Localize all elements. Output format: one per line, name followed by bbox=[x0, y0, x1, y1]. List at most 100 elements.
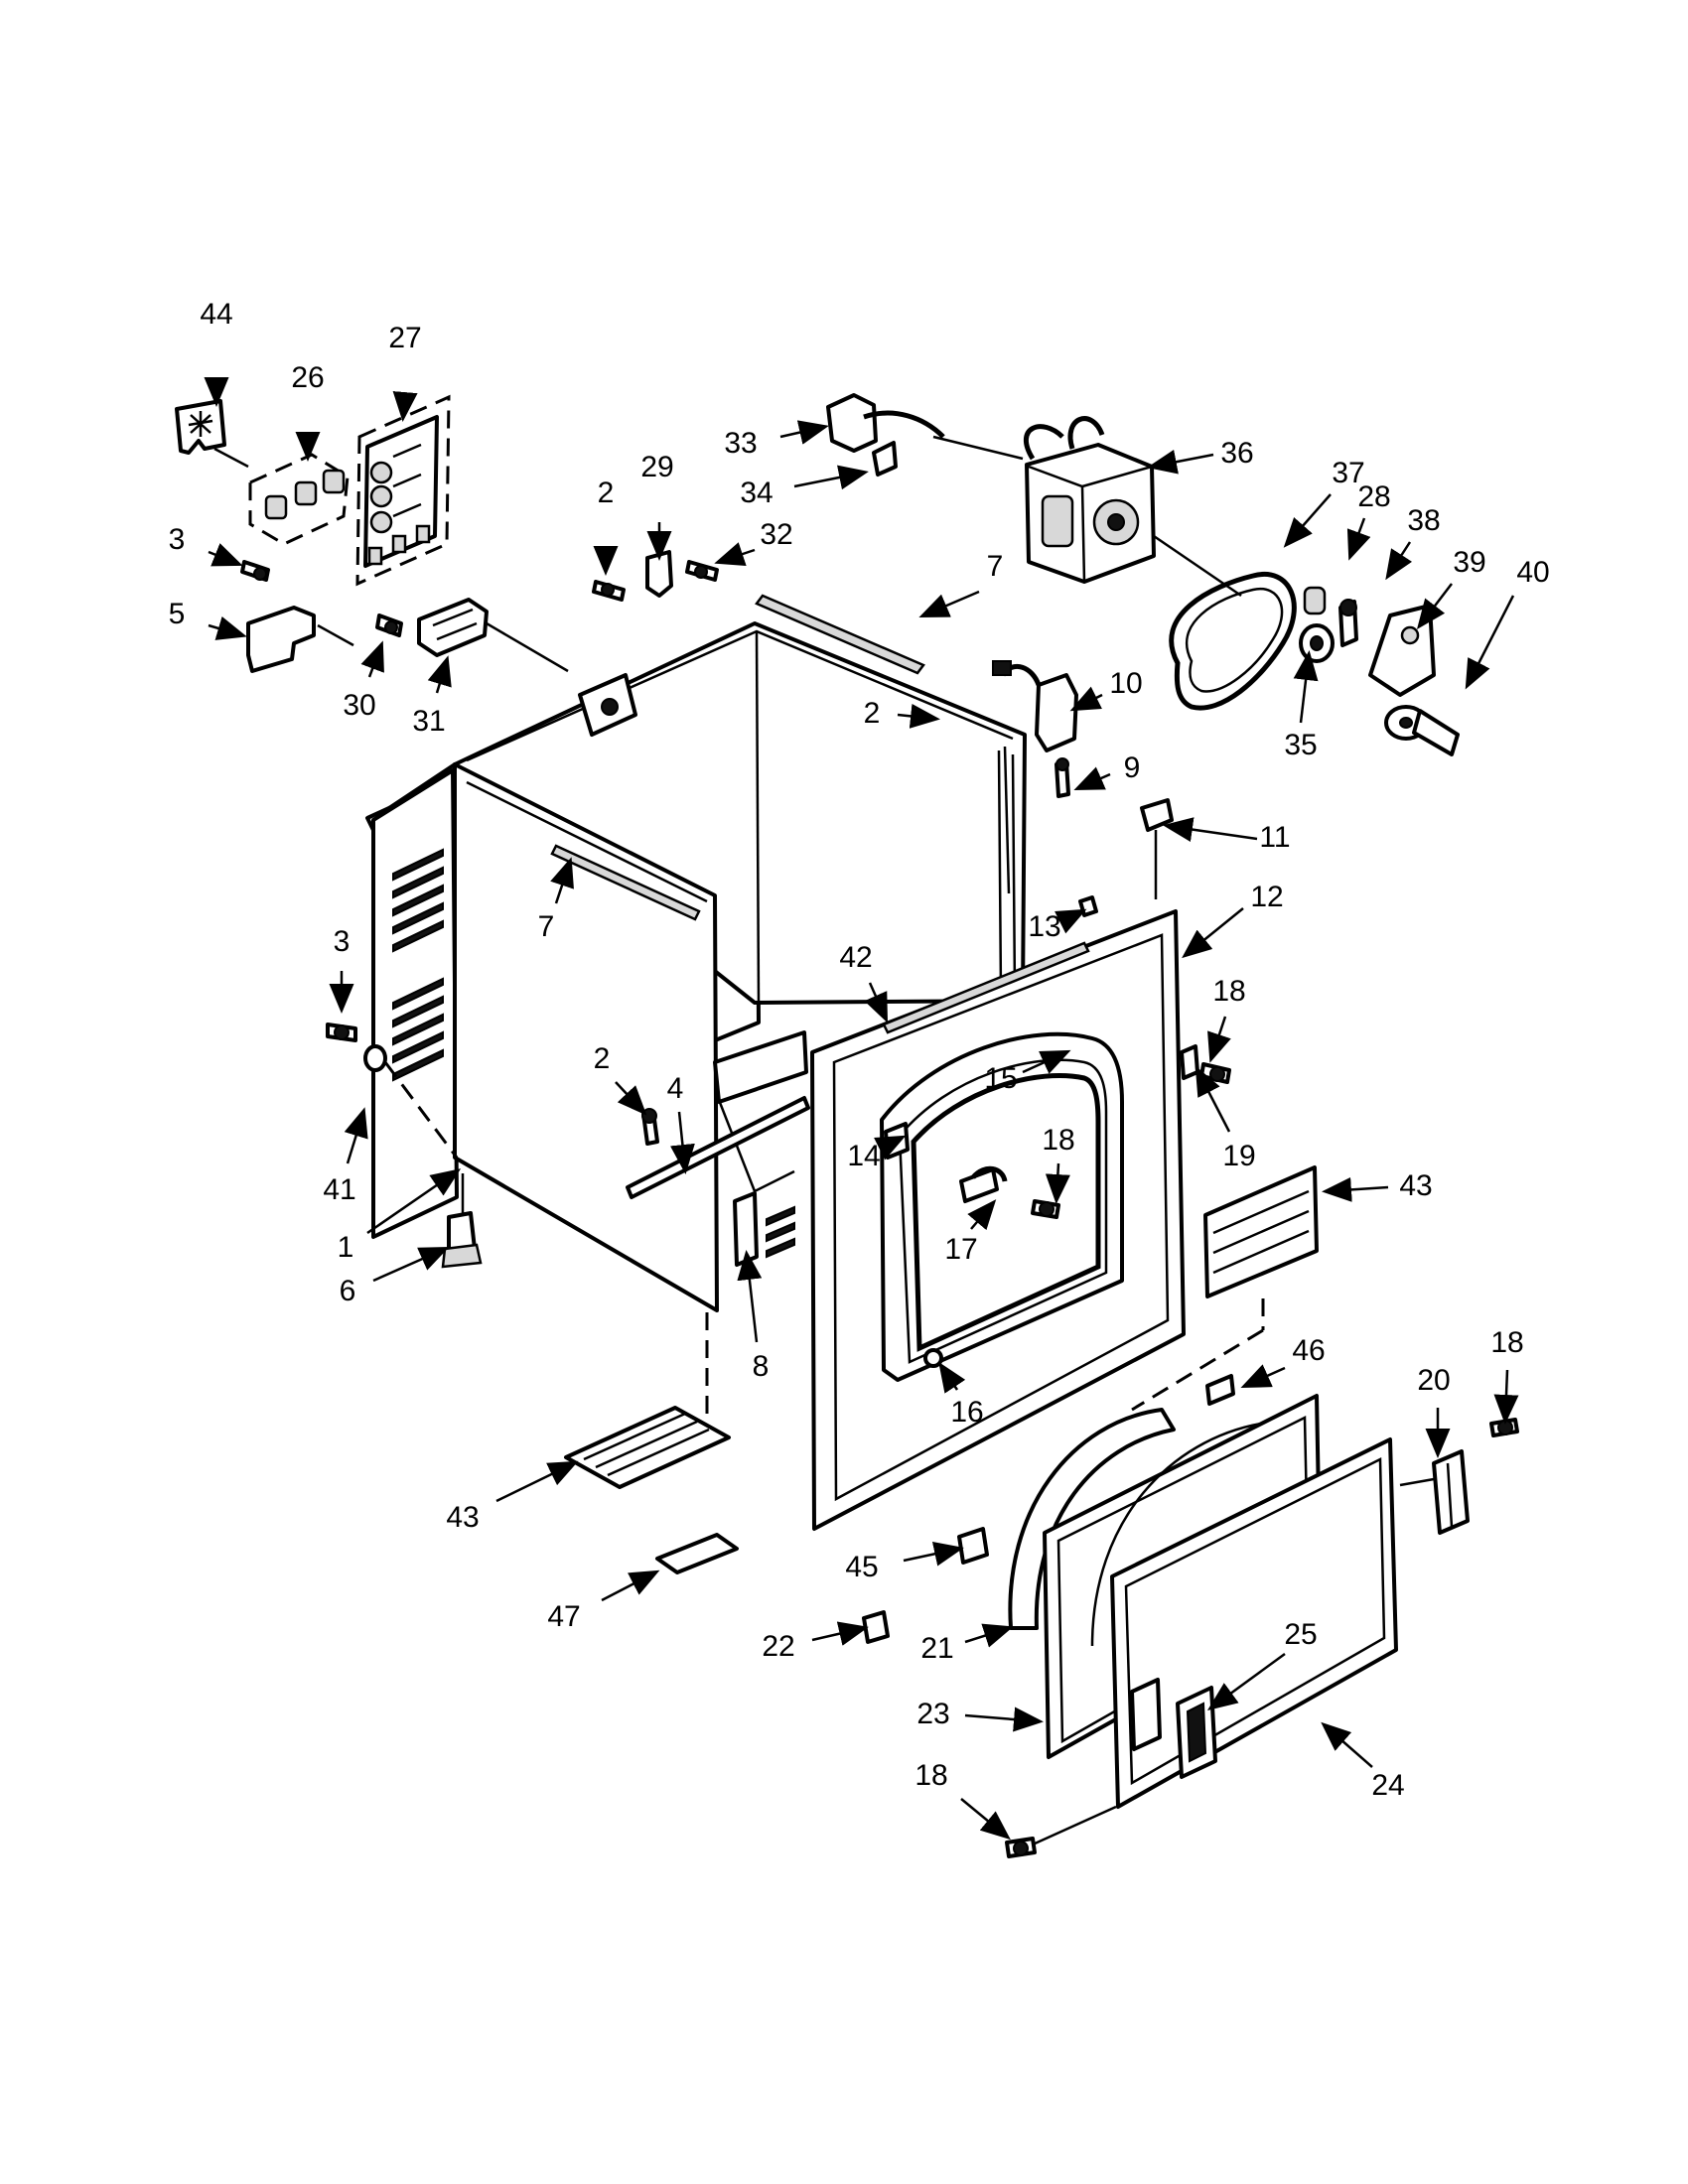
callout-number: 9 bbox=[1124, 751, 1141, 784]
callout-number: 23 bbox=[916, 1698, 949, 1730]
callout-number: 36 bbox=[1220, 437, 1253, 470]
part-wiring-panel bbox=[355, 394, 451, 587]
callout-number: 24 bbox=[1371, 1769, 1404, 1802]
callout-number: 42 bbox=[839, 941, 872, 974]
part-drive-motor bbox=[1024, 416, 1242, 598]
callout-leader-arrow bbox=[1069, 686, 1103, 712]
callout-leader-arrow bbox=[779, 420, 829, 445]
callout-number: 29 bbox=[640, 451, 673, 483]
callout-number: 12 bbox=[1250, 881, 1283, 913]
part-screw-3b bbox=[326, 1023, 357, 1042]
callout-number: 20 bbox=[1417, 1364, 1450, 1397]
part-screw-18b bbox=[1031, 1199, 1060, 1219]
callout-number: 7 bbox=[987, 550, 1004, 583]
callout-c47: 47 bbox=[547, 1570, 660, 1633]
callout-c45: 45 bbox=[845, 1542, 964, 1583]
callout-number: 25 bbox=[1284, 1618, 1317, 1651]
callout-leader-arrow bbox=[1293, 650, 1319, 724]
callout-number: 19 bbox=[1222, 1140, 1255, 1172]
part-screw-32 bbox=[685, 560, 719, 582]
callout-c36: 36 bbox=[1147, 437, 1254, 475]
part-cover-plate bbox=[246, 606, 354, 673]
callout-leader-arrow bbox=[208, 543, 243, 567]
callout-leader-arrow bbox=[1322, 1176, 1389, 1202]
callout-c40: 40 bbox=[1465, 556, 1550, 690]
part-switch-bracket bbox=[1140, 798, 1174, 899]
callout-number: 41 bbox=[323, 1173, 355, 1206]
callout-c18a: 18 bbox=[1207, 975, 1246, 1063]
callout-c35: 35 bbox=[1284, 650, 1319, 761]
callout-leader-arrow bbox=[967, 1199, 997, 1231]
callout-leader-arrow bbox=[864, 982, 889, 1024]
callout-number: 4 bbox=[667, 1072, 684, 1105]
callout-leader-arrow bbox=[793, 465, 869, 490]
callout-c4: 4 bbox=[667, 1072, 695, 1174]
callout-c27: 27 bbox=[388, 322, 422, 422]
part-drive-belt bbox=[1169, 572, 1297, 711]
callout-c16: 16 bbox=[938, 1361, 984, 1429]
callout-number: 14 bbox=[847, 1140, 880, 1172]
callout-leader-arrow bbox=[1045, 1162, 1070, 1204]
part-stop-pad bbox=[1078, 895, 1098, 917]
callout-number: 5 bbox=[169, 598, 186, 630]
callout-number: 18 bbox=[1042, 1124, 1074, 1157]
callout-leader-arrow bbox=[601, 1570, 660, 1602]
callout-c25: 25 bbox=[1206, 1618, 1318, 1710]
callout-number: 17 bbox=[944, 1233, 977, 1266]
callout-c2a: 2 bbox=[593, 477, 619, 576]
callout-c1: 1 bbox=[338, 1168, 462, 1264]
callout-number: 18 bbox=[1212, 975, 1245, 1008]
part-door-switch bbox=[992, 660, 1078, 752]
callout-c5: 5 bbox=[169, 598, 247, 640]
callout-c30: 30 bbox=[343, 640, 384, 722]
callout-leader-arrow bbox=[714, 542, 756, 566]
callout-number: 40 bbox=[1516, 556, 1549, 589]
part-screw-9 bbox=[1055, 757, 1070, 798]
callout-leader-arrow bbox=[1206, 1652, 1286, 1710]
part-lower-bracket bbox=[363, 1044, 459, 1159]
callout-number: 16 bbox=[950, 1396, 983, 1429]
callout-number: 2 bbox=[598, 477, 615, 509]
callout-c43a: 43 bbox=[1322, 1169, 1433, 1202]
part-door-assembly bbox=[862, 1394, 1519, 1858]
callout-number: 11 bbox=[1259, 821, 1290, 854]
callout-leader-arrow bbox=[366, 1168, 462, 1235]
callout-number: 37 bbox=[1332, 457, 1364, 489]
callout-leader-arrow bbox=[1195, 1065, 1231, 1133]
callout-c42: 42 bbox=[839, 941, 889, 1024]
callout-leader-arrow bbox=[964, 1706, 1044, 1732]
callout-number: 30 bbox=[343, 689, 375, 722]
callout-leader-arrow bbox=[918, 590, 980, 617]
callout-leader-arrow bbox=[1283, 493, 1332, 548]
part-terminal-block bbox=[248, 453, 350, 546]
callout-number: 10 bbox=[1109, 667, 1142, 700]
callout-c39: 39 bbox=[1416, 546, 1486, 629]
callout-number: 31 bbox=[412, 705, 445, 738]
callout-leader-arrow bbox=[1055, 908, 1087, 934]
callout-c44a: 44 bbox=[200, 298, 233, 407]
callout-leader-arrow bbox=[550, 857, 574, 904]
part-screw-3a bbox=[240, 560, 270, 582]
callout-number: 8 bbox=[753, 1350, 770, 1383]
callout-number: 15 bbox=[984, 1062, 1017, 1095]
callout-number: 3 bbox=[334, 925, 351, 958]
callout-c18d: 18 bbox=[914, 1759, 1011, 1841]
part-front-panel bbox=[810, 909, 1186, 1531]
callout-c33: 33 bbox=[724, 420, 829, 460]
part-clip-29 bbox=[645, 550, 673, 598]
callout-number: 27 bbox=[388, 322, 421, 354]
callout-c43b: 43 bbox=[446, 1460, 579, 1534]
callout-c46: 46 bbox=[1240, 1334, 1326, 1389]
callout-c14: 14 bbox=[847, 1135, 907, 1172]
callout-number: 2 bbox=[864, 697, 881, 730]
callout-leader-arrow bbox=[897, 703, 940, 729]
callout-c28: 28 bbox=[1346, 480, 1391, 561]
part-small-plate bbox=[655, 1533, 739, 1574]
callout-number: 3 bbox=[169, 523, 186, 556]
callout-leader-arrow bbox=[1416, 583, 1453, 629]
callout-c6: 6 bbox=[340, 1246, 450, 1307]
callout-leader-arrow bbox=[903, 1542, 964, 1567]
callout-leader-arrow bbox=[1385, 541, 1413, 581]
callout-number: 2 bbox=[594, 1042, 611, 1075]
callout-leader-arrow bbox=[1147, 449, 1214, 475]
